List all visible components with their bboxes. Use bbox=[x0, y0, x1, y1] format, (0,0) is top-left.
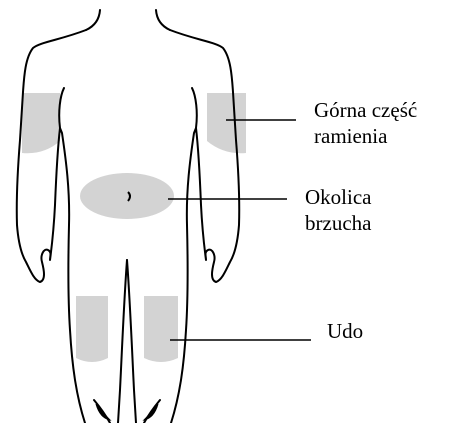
label-thigh-line1: Udo bbox=[327, 318, 363, 344]
label-upper-arm: Górna część ramienia bbox=[314, 97, 417, 149]
knee-mark-right bbox=[144, 404, 158, 420]
inner-leg-right bbox=[127, 260, 136, 423]
label-thigh: Udo bbox=[327, 318, 363, 344]
upper-arm-area-right bbox=[207, 93, 246, 153]
inner-leg-left bbox=[118, 260, 127, 423]
label-upper-arm-line2: ramienia bbox=[314, 123, 417, 149]
neck-left bbox=[86, 10, 100, 30]
label-abdomen-line2: brzucha bbox=[305, 210, 371, 236]
body-silhouette-right bbox=[170, 30, 239, 423]
thigh-area-left bbox=[76, 296, 108, 362]
body-silhouette bbox=[17, 30, 86, 423]
abdomen-area bbox=[80, 173, 174, 219]
knee-mark-left bbox=[96, 404, 110, 420]
label-upper-arm-line1: Górna część bbox=[314, 97, 417, 123]
thigh-area-right bbox=[144, 296, 178, 362]
injection-areas bbox=[22, 93, 246, 362]
armpit-right bbox=[192, 88, 197, 128]
label-abdomen-line1: Okolica bbox=[305, 184, 371, 210]
label-abdomen: Okolica brzucha bbox=[305, 184, 371, 236]
neck-right bbox=[156, 10, 170, 30]
upper-arm-area-left bbox=[22, 93, 60, 153]
